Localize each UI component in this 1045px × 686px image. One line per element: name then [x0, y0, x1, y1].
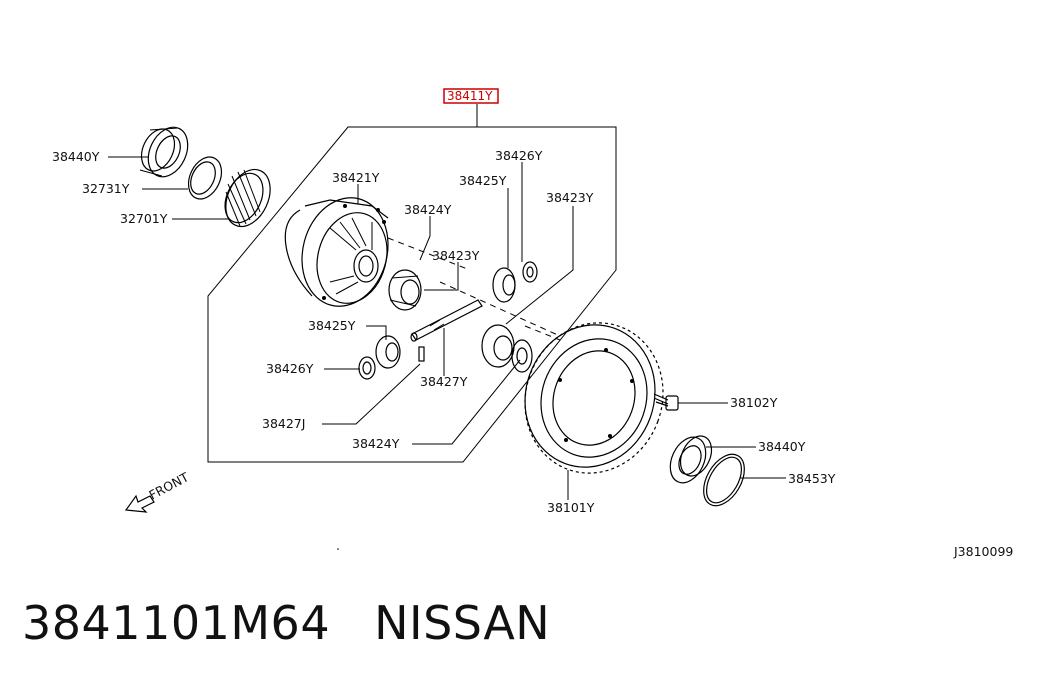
- front-direction-indicator: FRONT: [124, 469, 191, 513]
- front-arrow-icon: [124, 494, 155, 513]
- label-38423Y-mid[interactable]: 38423Y: [432, 248, 480, 263]
- lock-pin: [418, 346, 425, 362]
- label-38427Y[interactable]: 38427Y: [420, 374, 468, 389]
- label-38440Y-top[interactable]: 38440Y: [52, 149, 100, 164]
- bearing-right: [669, 435, 713, 484]
- caption-brand: NISSAN: [374, 596, 551, 650]
- final-drive-gear: [524, 322, 664, 474]
- centerline: [387, 237, 561, 341]
- label-32731Y[interactable]: 32731Y: [82, 181, 130, 196]
- part-caption: 3841101M64 NISSAN: [22, 596, 550, 650]
- label-38424Y-top[interactable]: 38424Y: [404, 202, 452, 217]
- seal-ring: [703, 453, 745, 507]
- label-38424Y-bottom[interactable]: 38424Y: [352, 436, 400, 451]
- speedometer-gear: [224, 168, 271, 228]
- label-32701Y[interactable]: 32701Y: [120, 211, 168, 226]
- label-38102Y[interactable]: 38102Y: [730, 395, 778, 410]
- label-38421Y[interactable]: 38421Y: [332, 170, 380, 185]
- label-38453Y[interactable]: 38453Y: [788, 471, 836, 486]
- label-38425Y-top[interactable]: 38425Y: [459, 173, 507, 188]
- stray-dot: [337, 548, 339, 550]
- pinion-shaft: [410, 299, 483, 342]
- ring-gear-bolt: [653, 393, 679, 411]
- label-38423Y-top[interactable]: 38423Y: [546, 190, 594, 205]
- pinion-gear-left: [358, 335, 401, 380]
- highlighted-part-callout[interactable]: 38411Y: [443, 88, 499, 104]
- highlighted-part-label: 38411Y: [447, 89, 493, 103]
- label-38426Y-left[interactable]: 38426Y: [266, 361, 314, 376]
- label-38426Y-top[interactable]: 38426Y: [495, 148, 543, 163]
- side-gear-bottom: [481, 324, 533, 373]
- front-label: FRONT: [146, 469, 191, 502]
- differential-case: [284, 197, 389, 307]
- label-38440Y-right[interactable]: 38440Y: [758, 439, 806, 454]
- label-38427J[interactable]: 38427J: [262, 416, 305, 431]
- diagram-code: J3810099: [953, 544, 1013, 559]
- assembly-outline: [207, 104, 617, 463]
- pinion-gear-top: [492, 261, 538, 303]
- label-38101Y[interactable]: 38101Y: [547, 500, 595, 515]
- caption-part-number: 3841101M64: [22, 596, 331, 650]
- side-gear-top: [388, 269, 422, 311]
- shim-left: [187, 156, 223, 200]
- leader-lines: [108, 156, 786, 500]
- bearing-left: [139, 126, 189, 178]
- label-38425Y-left[interactable]: 38425Y: [308, 318, 356, 333]
